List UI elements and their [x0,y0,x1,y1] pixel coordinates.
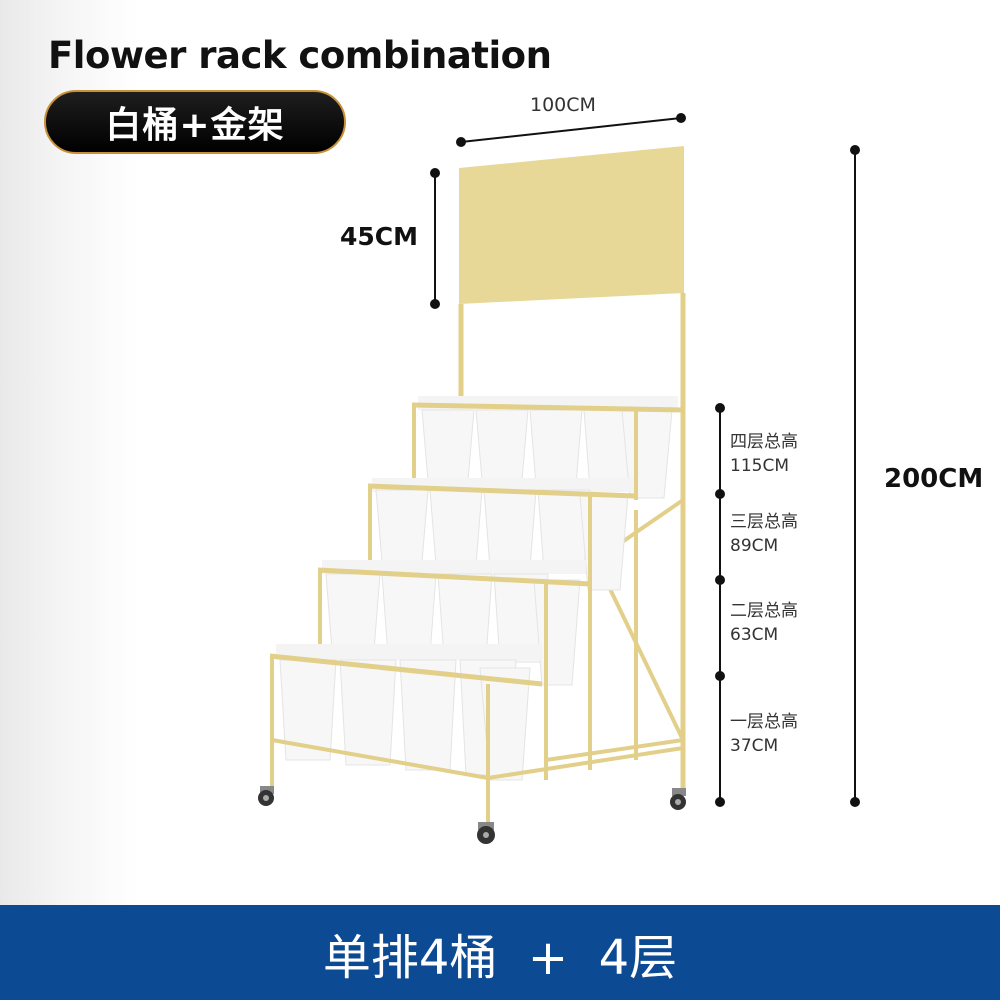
wheel-icon [477,822,495,844]
tier-2-height-value: 63CM [730,625,779,645]
tier-3-height-label: 三层总高 [730,512,798,532]
tier-3 [367,478,637,770]
variant-badge-label: 白桶+金架 [105,105,285,146]
tier-4 [411,396,685,500]
width-label: 100CM [530,94,596,116]
tier-2-height-label: 二层总高 [730,601,798,621]
sign-board [459,146,684,304]
flower-rack-illustration [258,113,860,844]
tier-1-height-value: 37CM [730,736,779,756]
tier-4-height-value: 115CM [730,456,789,476]
tier-height-dimension-line [715,403,725,807]
tier-1 [269,644,684,825]
footer-banner: 单排4桶 + 4层 [0,905,1000,1000]
page-title: Flower rack combination [48,34,552,77]
tier-3-height-value: 89CM [730,536,779,556]
tier-4-height-label: 四层总高 [730,432,798,452]
tier-1-height-label: 一层总高 [730,712,798,732]
sign-height-label: 45CM [340,222,419,251]
variant-badge: 白桶+金架 [44,90,346,154]
total-height-label: 200CM [884,464,984,494]
width-dimension-line [456,113,686,147]
wheel-icon [258,786,274,806]
sign-height-dimension-line [430,168,440,309]
tier-2 [317,560,591,780]
wheel-icon [670,788,686,810]
footer-label: 单排4桶 + 4层 [322,929,678,986]
caster-wheels [258,786,686,844]
total-height-dimension-line [850,145,860,807]
